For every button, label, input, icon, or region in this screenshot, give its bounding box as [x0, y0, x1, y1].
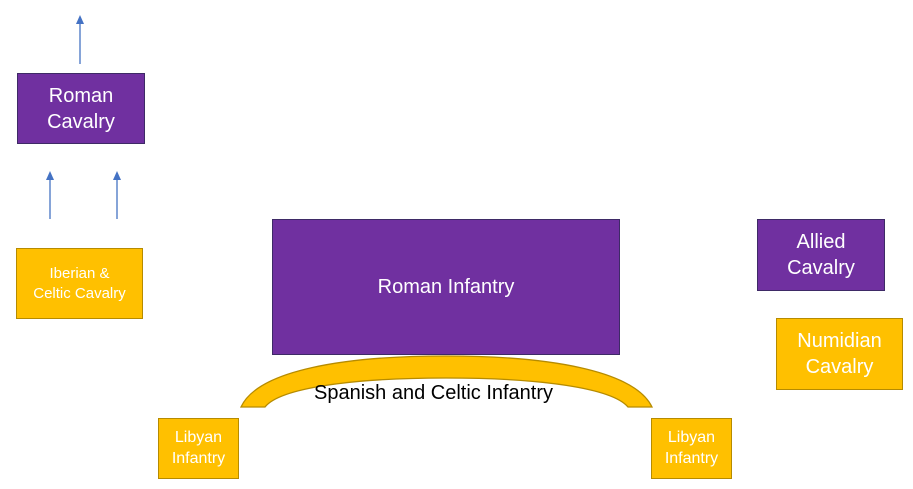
- iberian-celtic-cavalry-box: Iberian & Celtic Cavalry: [16, 248, 143, 319]
- spanish-celtic-infantry-label: Spanish and Celtic Infantry: [314, 382, 554, 404]
- roman-infantry-label: Roman Infantry: [377, 276, 515, 298]
- allied-cavalry-box: Allied Cavalry: [757, 219, 885, 291]
- libyan-infantry-right-label: Libyan Infantry: [664, 428, 719, 467]
- roman-cavalry-box: Roman Cavalry: [17, 73, 145, 144]
- arrow-iberian-cavalry-left: [46, 171, 54, 219]
- spanish-celtic-infantry-crescent: [239, 355, 654, 408]
- numidian-cavalry-box: Numidian Cavalry: [776, 318, 903, 390]
- roman-cavalry-label: Roman Cavalry: [47, 84, 115, 133]
- allied-cavalry-label: Allied Cavalry: [787, 231, 855, 279]
- arrow-roman-cavalry-up: [76, 15, 84, 64]
- numidian-cavalry-label: Numidian Cavalry: [797, 330, 882, 378]
- libyan-infantry-left-label: Libyan Infantry: [171, 428, 226, 467]
- libyan-infantry-left-box: Libyan Infantry: [158, 418, 239, 479]
- libyan-infantry-right-box: Libyan Infantry: [651, 418, 732, 479]
- arrow-iberian-cavalry-right: [113, 171, 121, 219]
- iberian-celtic-cavalry-label: Iberian & Celtic Cavalry: [33, 265, 126, 302]
- roman-infantry-box: Roman Infantry: [272, 219, 620, 355]
